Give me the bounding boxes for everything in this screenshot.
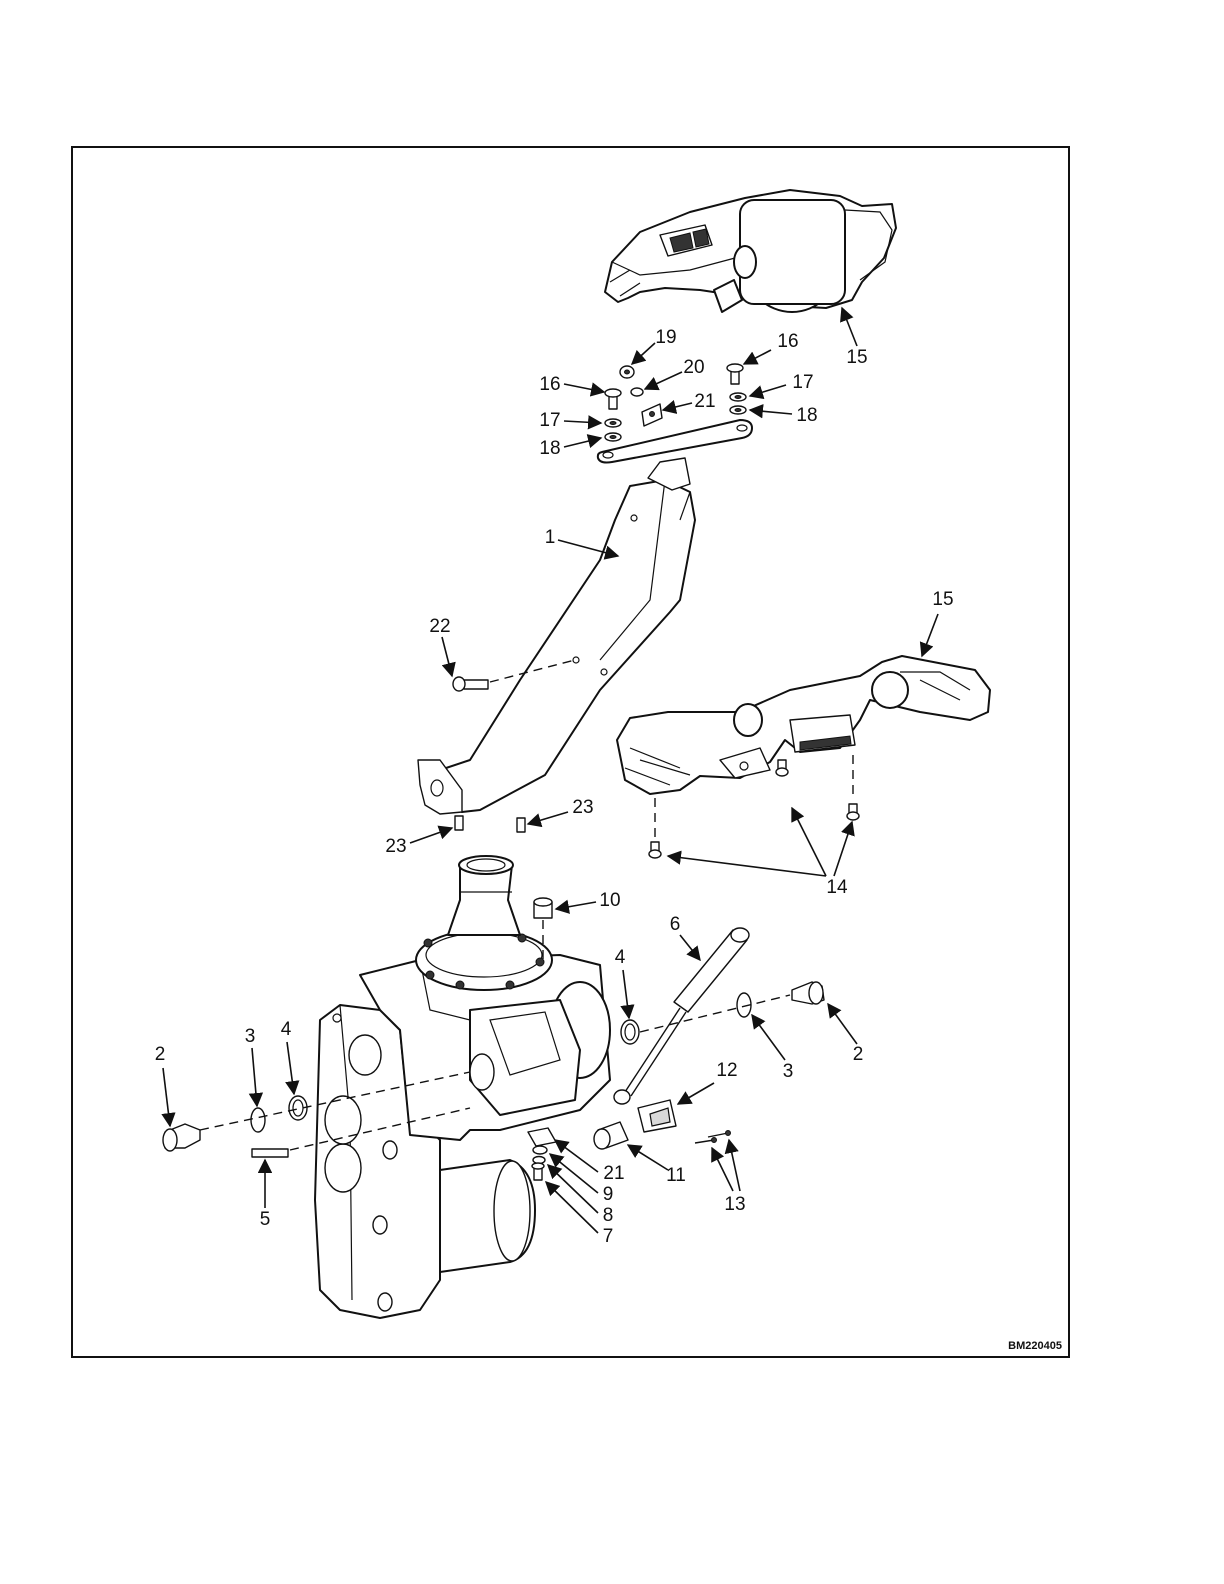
- upper-control-handle: [605, 190, 896, 312]
- callout-15-upper: 15: [846, 347, 867, 368]
- callout-22: 22: [429, 616, 450, 637]
- callout-17-right: 17: [792, 372, 813, 393]
- callout-18-right: 18: [796, 405, 817, 426]
- lower-control-handle: [617, 656, 990, 794]
- callout-2-left: 2: [155, 1044, 166, 1065]
- callout-5: 5: [260, 1209, 271, 1230]
- callout-16-left: 16: [539, 374, 560, 395]
- callout-3-right: 3: [783, 1061, 794, 1082]
- callout-23-left: 23: [385, 836, 406, 857]
- callout-15-lower: 15: [932, 589, 953, 610]
- callout-14: 14: [826, 877, 848, 898]
- callout-2-right: 2: [853, 1044, 864, 1065]
- callout-18-left: 18: [539, 438, 560, 459]
- callout-16-right: 16: [777, 331, 798, 352]
- callout-21-bottom: 21: [603, 1163, 624, 1184]
- figure-reference-code: BM220405: [1008, 1340, 1062, 1352]
- callout-7: 7: [603, 1226, 614, 1247]
- callout-1: 1: [545, 527, 556, 548]
- callout-4-left: 4: [281, 1019, 292, 1040]
- callout-3-left: 3: [245, 1026, 256, 1047]
- callout-23-right: 23: [572, 797, 593, 818]
- callout-8: 8: [603, 1205, 614, 1226]
- right-hardware: [621, 982, 824, 1044]
- callout-13: 13: [724, 1194, 745, 1215]
- callout-20: 20: [683, 357, 704, 378]
- callout-19: 19: [655, 327, 676, 348]
- callout-9: 9: [603, 1184, 614, 1205]
- mounting-bar: [598, 420, 752, 463]
- callout-17-left: 17: [539, 410, 560, 431]
- callout-4-right: 4: [615, 947, 626, 968]
- callout-6: 6: [670, 914, 681, 935]
- callout-21-top: 21: [694, 391, 715, 412]
- set-screws-23: [455, 816, 525, 832]
- callout-10: 10: [599, 890, 620, 911]
- callout-12: 12: [716, 1060, 737, 1081]
- gearbox-housing: [315, 856, 610, 1318]
- callout-11: 11: [666, 1165, 686, 1186]
